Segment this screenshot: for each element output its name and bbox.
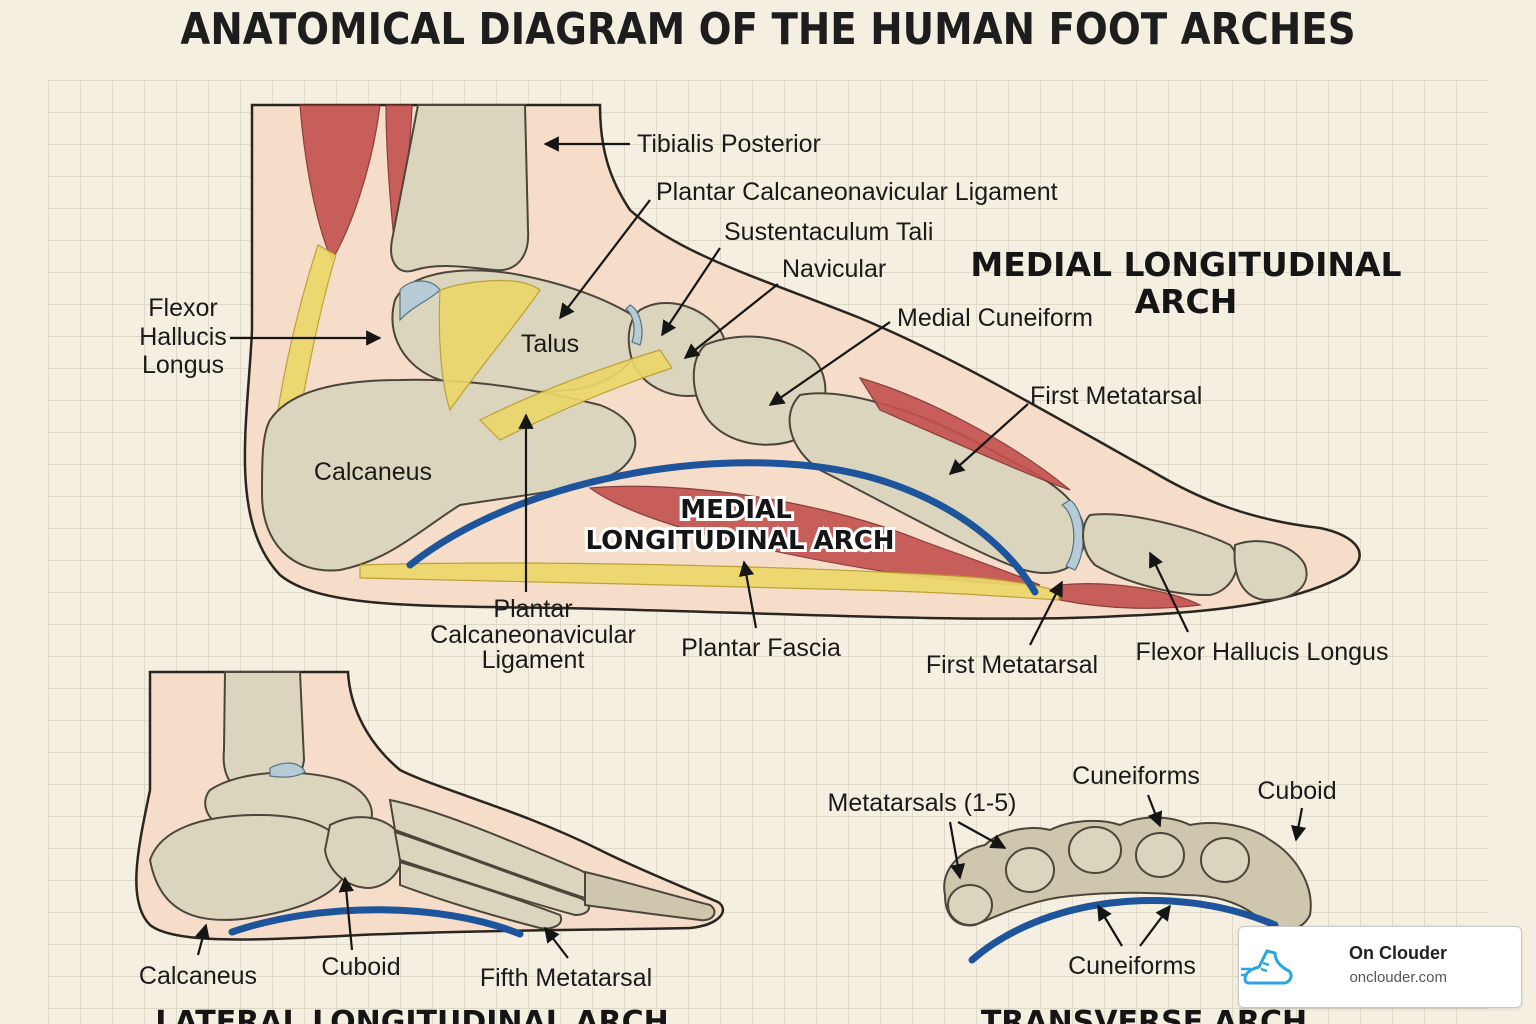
label-talus: Talus — [521, 330, 579, 358]
plantar-muscle — [588, 485, 1041, 586]
pointer-lateral-calcaneus — [194, 923, 210, 956]
medial-arch-line — [406, 459, 1039, 596]
transverse-metatarsal-1 — [947, 884, 993, 926]
pointer-metatarsals-1 — [948, 821, 966, 880]
label-plantar-calcaneonavicular-ligament: Plantar Calcaneonavicular Ligament — [656, 178, 1058, 206]
label-first-metatarsal-bottom: First Metatarsal — [926, 651, 1098, 679]
medial-arch-label-line1: MEDIAL — [680, 495, 792, 525]
label-fifth-metatarsal: Fifth Metatarsal — [480, 964, 652, 992]
lateral-foot-drawing — [135, 670, 725, 941]
label-flexor-line3: Longus — [142, 351, 224, 379]
pointer-navicular — [683, 283, 779, 359]
label-plantar-line3: Ligament — [482, 646, 585, 674]
label-transverse-cuboid: Cuboid — [1257, 777, 1336, 805]
label-metatarsals: Metatarsals (1-5) — [828, 789, 1017, 817]
watermark-url: onclouder.com — [1349, 969, 1447, 986]
medial-foot-drawing — [243, 103, 1361, 620]
watermark-name: On Clouder — [1349, 943, 1447, 963]
pointer-flexor-hallucis-longus — [1149, 551, 1189, 633]
mtp-cartilage — [1060, 499, 1084, 571]
label-navicular: Navicular — [782, 255, 886, 283]
navicular-cartilage — [625, 304, 643, 346]
medial-arch-heading-line1: MEDIAL LONGITUDINAL — [970, 245, 1401, 284]
distal-phalanx-bone — [1233, 540, 1308, 602]
label-flexor-hallucis-longus: Flexor Hallucis Longus — [1136, 638, 1389, 666]
label-first-metatarsal-top: First Metatarsal — [1030, 382, 1202, 410]
transverse-cuneiform-1 — [1068, 826, 1122, 874]
label-flexor-line2: Hallucis — [139, 323, 227, 351]
pointer-cuneiforms-top — [1146, 794, 1163, 828]
transverse-cuneiform-3 — [1200, 837, 1250, 883]
tibia-bone — [390, 104, 530, 273]
lateral-ankle-cartilage — [269, 762, 306, 778]
lateral-toes-bone — [584, 870, 716, 922]
medial-arch-heading-line2: ARCH — [1135, 282, 1238, 321]
plantar-fascia — [359, 562, 1061, 601]
pointer-plantar-calcaneonavicular-ligament — [559, 199, 651, 320]
pointer-cuneiforms-bottom-2 — [1139, 904, 1171, 947]
label-plantar-line1: Plantar — [493, 595, 572, 623]
label-medial-cuneiform: Medial Cuneiform — [897, 304, 1093, 332]
label-plantar-line2: Calcaneonavicular — [430, 621, 636, 649]
pointer-metatarsals-2 — [957, 821, 1007, 849]
lateral-arch-heading: LATERAL LONGITUDINAL ARCH — [155, 1005, 669, 1024]
label-calcaneus: Calcaneus — [314, 458, 432, 486]
transverse-cuneiform-2 — [1135, 832, 1185, 878]
label-cuneiforms-top: Cuneiforms — [1072, 762, 1200, 790]
pointer-plantar-fascia — [738, 560, 758, 629]
transverse-bone-row — [943, 816, 1312, 931]
transverse-arch-drawing — [943, 816, 1312, 964]
pointer-first-metatarsal-bottom — [1029, 580, 1063, 646]
metatarsal-5-bone — [399, 860, 563, 930]
pointer-first-metatarsal-top — [948, 403, 1029, 476]
pointer-medial-cuneiform — [768, 321, 891, 406]
cuboid-bone — [323, 816, 405, 890]
deltoid-ligament — [438, 279, 541, 412]
lateral-arch-line — [228, 906, 524, 938]
medial-arch-center-label: MEDIAL LONGITUDINAL ARCH — [582, 492, 897, 559]
transverse-arch-heading: TRANSVERSE ARCH — [981, 1005, 1307, 1024]
fhl-distal-muscle — [1059, 583, 1203, 609]
diagram-title: ANATOMICAL DIAGRAM OF THE HUMAN FOOT ARC… — [180, 4, 1356, 55]
transverse-arch-line — [968, 896, 1279, 964]
label-sustentaculum-tali: Sustentaculum Tali — [724, 218, 933, 246]
label-cuneiforms-bottom: Cuneiforms — [1068, 952, 1196, 980]
pointer-sustentaculum-tali — [661, 247, 721, 337]
pointer-transverse-cuboid — [1290, 807, 1307, 842]
pointer-fifth-metatarsal — [544, 926, 569, 959]
label-lateral-calcaneus: Calcaneus — [139, 962, 257, 990]
transverse-metatarsal-2 — [1005, 847, 1055, 893]
medial-arch-label-line2: LONGITUDINAL ARCH — [585, 526, 894, 556]
running-shoe-icon — [1241, 949, 1293, 985]
label-flexor-line1: Flexor — [148, 294, 217, 322]
label-plantar-fascia: Plantar Fascia — [681, 634, 841, 662]
pointer-cuneiforms-bottom-1 — [1097, 904, 1123, 947]
label-lateral-cuboid: Cuboid — [321, 953, 400, 981]
label-tibialis-posterior: Tibialis Posterior — [637, 130, 821, 158]
onclouder-watermark[interactable]: On Clouder onclouder.com — [1238, 926, 1522, 1008]
flexor-hallucis-muscle — [858, 376, 1071, 491]
pointer-lateral-cuboid — [338, 876, 355, 951]
